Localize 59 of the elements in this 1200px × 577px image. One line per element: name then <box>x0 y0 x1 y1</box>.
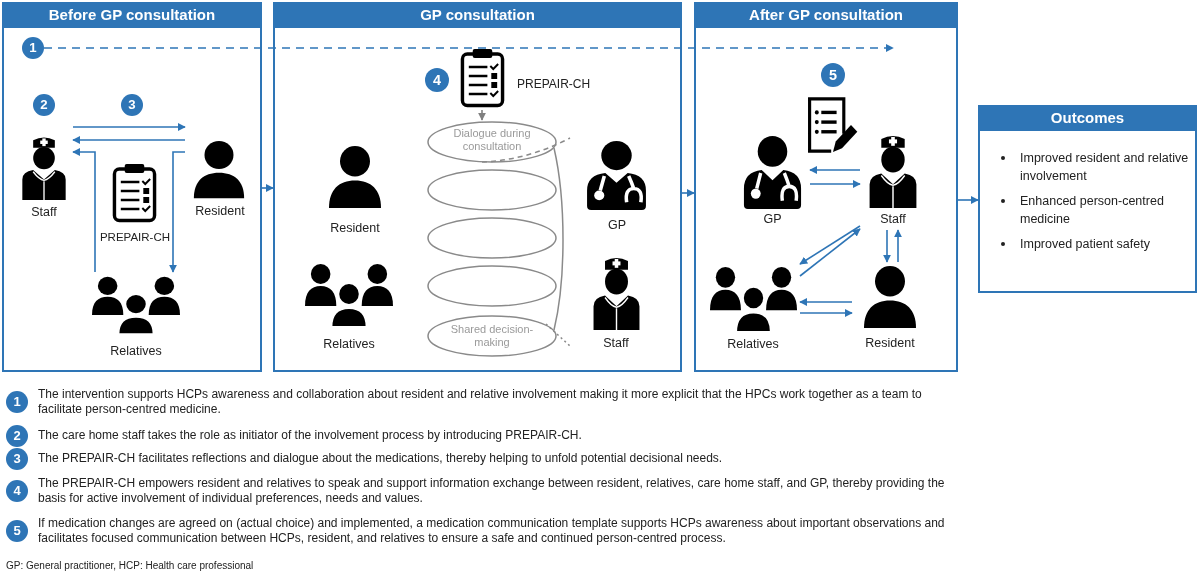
arrow <box>799 309 853 317</box>
figure-label: Staff <box>879 212 907 227</box>
step-badge: 4 <box>6 480 28 502</box>
step-badge: 5 <box>821 63 845 87</box>
stage-panel <box>694 2 958 372</box>
figure-label: GP <box>762 212 783 227</box>
arrow <box>478 109 486 121</box>
dashed-arrow <box>43 44 894 52</box>
arrow <box>169 151 186 273</box>
tool-label: PREPAIR-CH <box>517 77 591 91</box>
step-badge: 1 <box>6 391 28 413</box>
arrow <box>799 298 853 306</box>
figure-label: Staff <box>602 336 630 351</box>
outcome-text: Improved resident and relative involvement <box>1020 150 1190 185</box>
step-badge: 2 <box>33 94 55 116</box>
outcomes-panel <box>978 105 1197 293</box>
figure-label: PREPAIR-CH <box>98 230 172 245</box>
footnote: GP: General practitioner, HCP: Health care professional <box>6 560 254 571</box>
figure-label: Relatives <box>109 344 163 359</box>
figure-label: Resident <box>194 204 246 219</box>
arrow <box>894 229 902 263</box>
arrow <box>72 148 96 273</box>
spiral-label: Dialogue during consultation <box>452 127 532 153</box>
arrow <box>883 229 891 263</box>
step-badge: 3 <box>6 447 28 470</box>
arrow <box>957 196 979 204</box>
figure-label: Relatives <box>322 337 376 352</box>
arrow <box>681 189 695 197</box>
outcome-text: Enhanced person-centred medicine <box>1020 193 1165 228</box>
note-text: The PREPAIR-CH empowers resident and relatives to speak and support information exchange between resident, relatives, care home staff, and GP, thereby providing the basis for active involvement of individual preferences, needs and values. <box>38 476 946 506</box>
note-text: The PREPAIR-CH facilitates reflections and dialogue about the medications, thereby helping to unfold potential decisional needs. <box>38 451 724 466</box>
arrow <box>809 180 861 188</box>
arrow <box>809 166 861 174</box>
figure-label: Resident <box>329 221 381 236</box>
panel-heading: Before GP consultation <box>2 2 262 28</box>
outcome-text: Improved patient safety <box>1020 236 1151 253</box>
arrow <box>72 136 186 144</box>
panel-heading: After GP consultation <box>694 2 958 28</box>
note-text: The care home staff takes the role as initiator of the involvement process by introducing PREPAIR-CH. <box>38 428 583 443</box>
spiral-label: Shared decision-making <box>449 323 535 349</box>
step-badge: 2 <box>6 424 28 447</box>
step-badge: 4 <box>425 68 449 92</box>
note-text: If medication changes are agreed on (actual choice) and implemented, a medication communication template supports HCPs awareness about important observations and facilitates focused communication between HCPs, resident, and relatives to ensure a safe and continued person-centred process. <box>38 516 946 546</box>
stage-panel <box>2 2 262 372</box>
step-badge: 5 <box>6 520 28 542</box>
figure-label: Staff <box>30 205 58 220</box>
step-badge: 3 <box>121 94 143 116</box>
panel-heading: Outcomes <box>978 105 1197 131</box>
panel-heading: GP consultation <box>273 2 682 28</box>
arrow <box>799 225 861 265</box>
step-badge: 1 <box>22 37 44 59</box>
arrow <box>799 228 861 277</box>
note-text: The intervention supports HCPs awareness and collaboration about resident and relative involvement making it more explicit that the HPCs work together as a team to facilitate person-centred medicine. <box>38 387 923 417</box>
arrow <box>261 184 274 192</box>
arrow <box>72 123 186 131</box>
figure-label: Resident <box>864 336 916 351</box>
figure-label: GP <box>606 218 628 233</box>
stage-panel <box>273 2 682 372</box>
figure-label: Relatives <box>726 337 780 352</box>
